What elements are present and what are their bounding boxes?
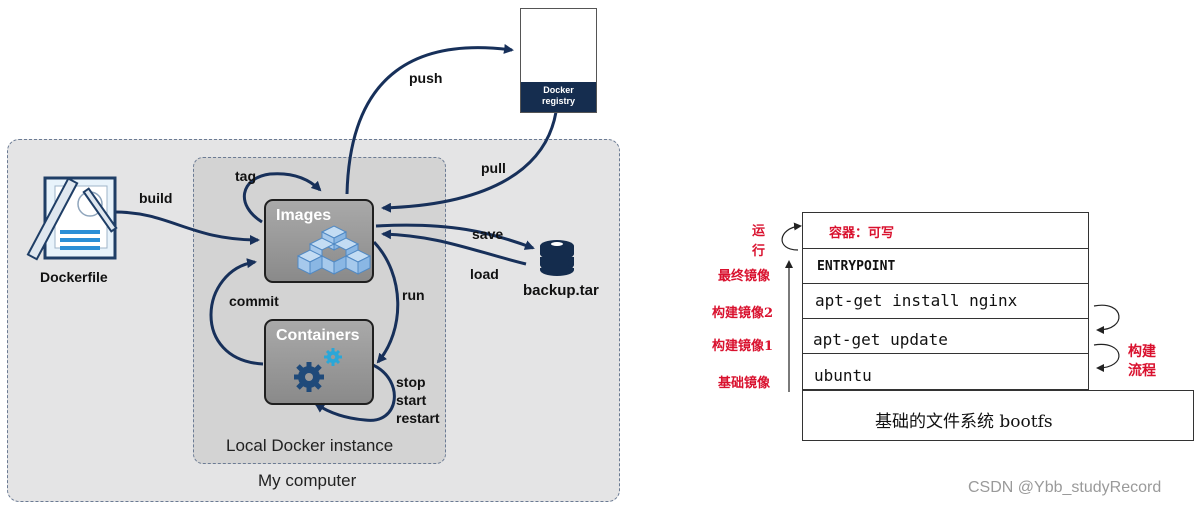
layer-container-writable: 容器：可写	[802, 212, 1089, 249]
label-run-1: 运	[752, 224, 766, 239]
layer-apt-install-nginx-text: apt-get install nginx	[815, 291, 1018, 310]
backup-tar-label: backup.tar	[523, 282, 599, 299]
label-run-2: 行	[752, 244, 766, 259]
containers-node: Containers	[264, 319, 374, 405]
build-arrow-label: build	[139, 190, 173, 206]
backup-disk-icon	[540, 240, 574, 276]
layer-ubuntu: ubuntu	[802, 353, 1089, 390]
load-arrow-label: load	[470, 266, 499, 282]
layer-apt-update: apt-get update	[802, 318, 1089, 354]
local-docker-instance-label: Local Docker instance	[226, 436, 394, 455]
my-computer-label: My computer	[258, 471, 357, 490]
layer-entrypoint: ENTRYPOINT	[802, 248, 1089, 284]
push-arrow-label: push	[409, 70, 443, 86]
save-arrow-label: save	[472, 226, 504, 242]
docker-registry-line1: Docker	[543, 85, 574, 95]
label-base-image: 基础镜像	[718, 376, 771, 391]
label-build-image-2: 构建镜像2	[712, 306, 774, 321]
run-arrow-label: run	[402, 287, 425, 303]
docker-registry-caption: Docker registry	[521, 82, 596, 112]
restart-arrow-label: restart	[396, 410, 440, 426]
containers-node-title: Containers	[276, 327, 360, 344]
layer-entrypoint-text: ENTRYPOINT	[817, 259, 896, 274]
csdn-watermark: CSDN @Ybb_studyRecord	[968, 479, 1162, 496]
commit-arrow-label: commit	[229, 293, 279, 309]
docker-registry-line2: registry	[541, 96, 576, 106]
dockerfile-label: Dockerfile	[40, 269, 108, 285]
pull-arrow-label: pull	[481, 160, 506, 176]
layer-base-bootfs-text: 基础的文件系统 bootfs	[875, 412, 1053, 432]
images-node-title: Images	[276, 207, 332, 224]
label-final-image: 最终镜像	[718, 269, 771, 284]
layer-ubuntu-text: ubuntu	[814, 366, 872, 385]
label-build-process-1: 构建	[1128, 344, 1156, 360]
layer-base-bootfs: 基础的文件系统 bootfs	[802, 390, 1194, 441]
stop-arrow-label: stop	[396, 374, 426, 390]
layer-apt-install-nginx: apt-get install nginx	[802, 283, 1089, 319]
docker-registry-box: Docker registry	[520, 8, 597, 113]
start-arrow-label: start	[396, 392, 427, 408]
dockerfile-icon	[26, 176, 118, 261]
label-build-process-2: 流程	[1128, 363, 1156, 379]
tag-arrow-label: tag	[235, 168, 256, 184]
label-build-image-1: 构建镜像1	[712, 339, 774, 354]
layer-apt-update-text: apt-get update	[813, 330, 948, 349]
layer-container-writable-text: 容器：可写	[829, 226, 895, 241]
